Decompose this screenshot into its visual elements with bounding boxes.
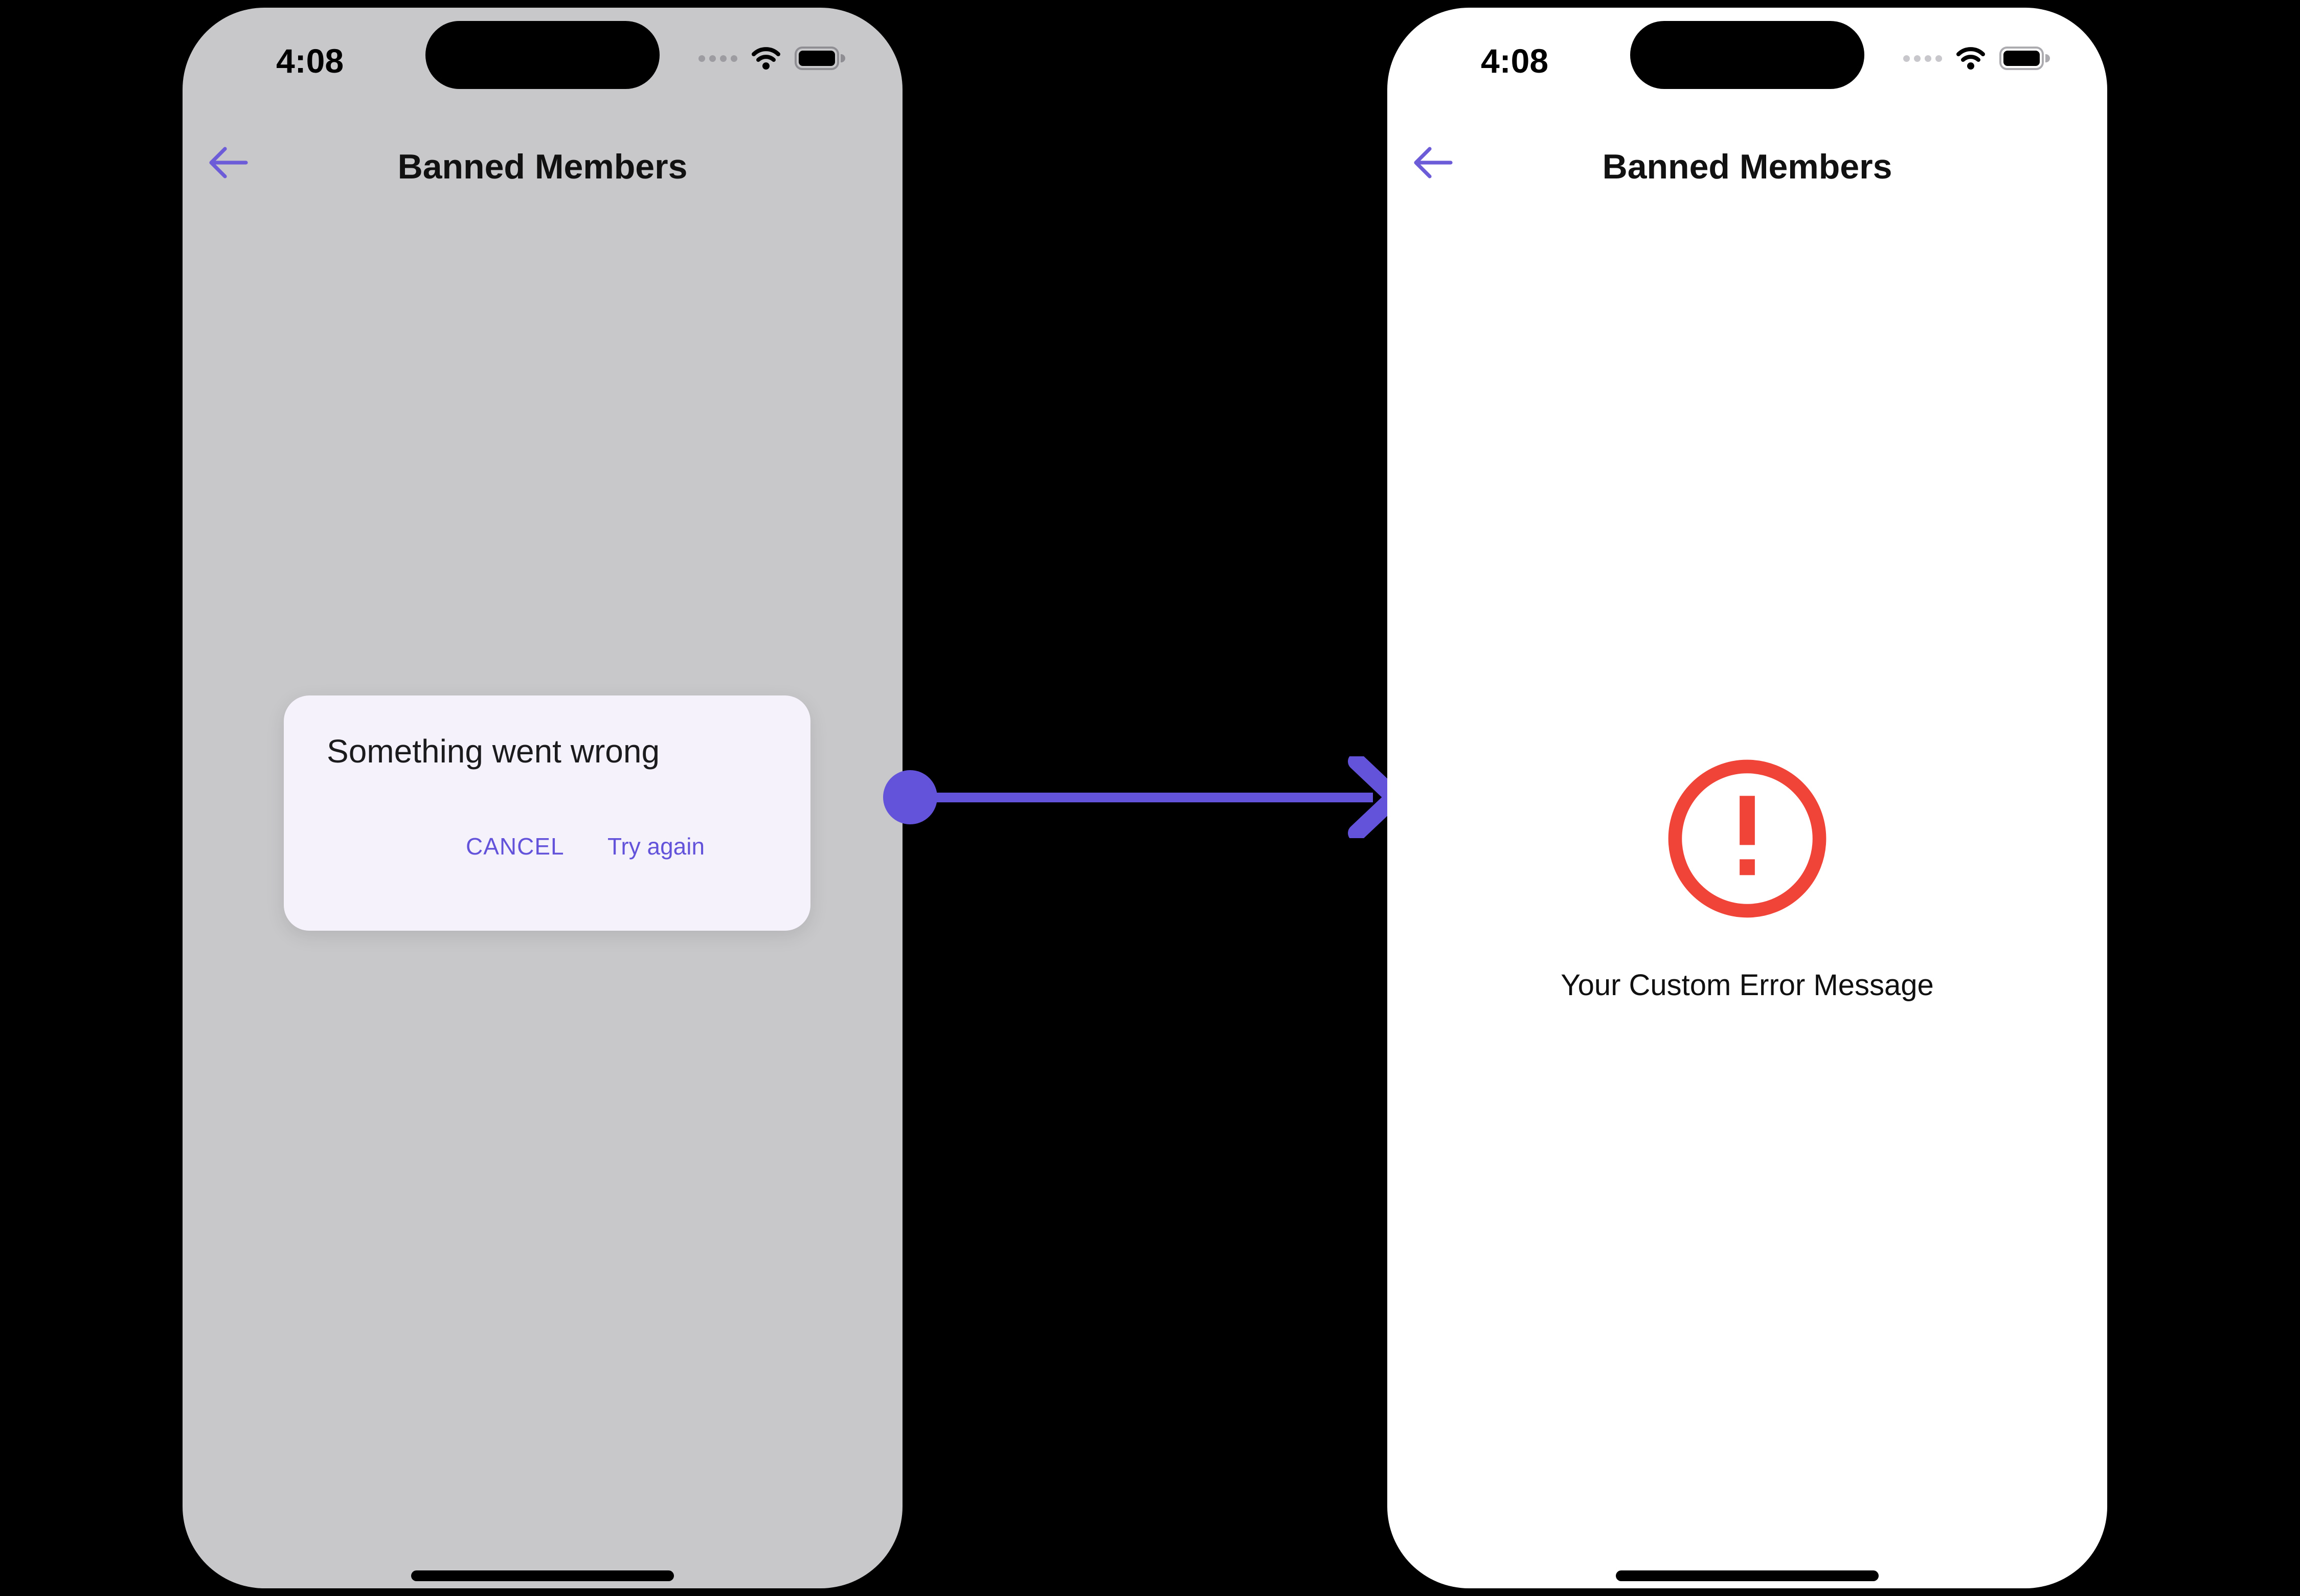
- status-time: 4:08: [276, 42, 344, 80]
- home-indicator[interactable]: [1616, 1570, 1879, 1581]
- navigation-header: Banned Members: [183, 136, 903, 202]
- home-indicator[interactable]: [411, 1570, 674, 1581]
- dynamic-island: [1630, 21, 1864, 89]
- back-arrow-icon: [1414, 147, 1453, 178]
- navigation-header: Banned Members: [1387, 136, 2107, 202]
- back-arrow-icon: [209, 147, 248, 178]
- back-button[interactable]: [208, 144, 250, 181]
- status-icons: [698, 47, 845, 70]
- status-icons: [1903, 47, 2050, 70]
- phone-before: 4:08 Banned Members Somet: [183, 8, 903, 1588]
- cellular-signal-icon: [1903, 55, 1942, 62]
- wifi-icon: [752, 47, 780, 70]
- alert-dialog: Something went wrong CANCEL Try again: [284, 695, 810, 931]
- page-title: Banned Members: [1602, 147, 1892, 186]
- cancel-button[interactable]: CANCEL: [466, 833, 565, 860]
- arrow-line: [934, 793, 1373, 802]
- status-time: 4:08: [1480, 42, 1549, 80]
- transition-arrow: [883, 756, 1401, 838]
- phone-after: 4:08 Banned Members: [1387, 8, 2107, 1588]
- dialog-title: Something went wrong: [327, 733, 660, 770]
- wifi-icon: [1956, 47, 1985, 70]
- cellular-signal-icon: [698, 55, 737, 62]
- try-again-button[interactable]: Try again: [607, 833, 705, 860]
- status-bar: 4:08: [183, 8, 903, 105]
- dynamic-island: [425, 21, 660, 89]
- arrow-start-dot: [883, 770, 937, 824]
- error-exclamation-circle-icon: [1668, 759, 1827, 918]
- error-message: Your Custom Error Message: [1561, 969, 1934, 1002]
- back-button[interactable]: [1413, 144, 1455, 181]
- battery-icon: [1999, 47, 2050, 70]
- battery-icon: [795, 47, 845, 70]
- page-title: Banned Members: [397, 147, 688, 186]
- status-bar: 4:08: [1387, 8, 2107, 105]
